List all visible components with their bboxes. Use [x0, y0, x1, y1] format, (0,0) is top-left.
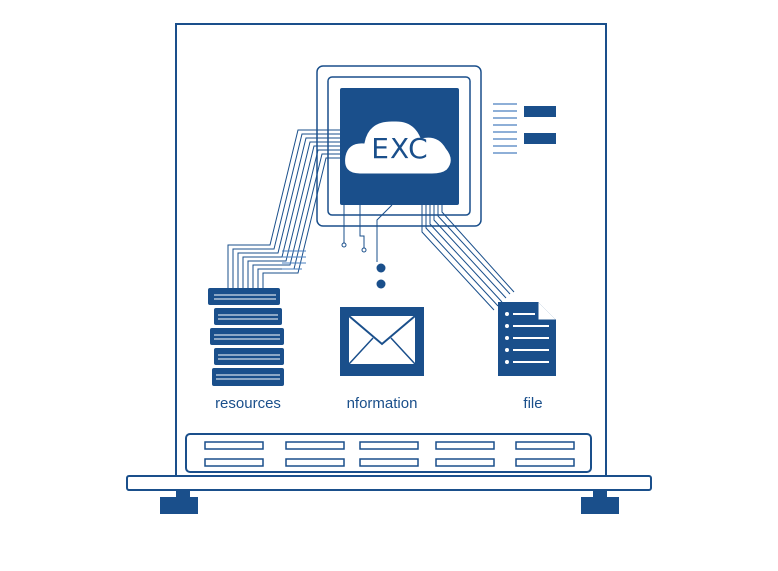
resources-label: resources — [215, 395, 281, 412]
cloud-icon — [344, 120, 452, 175]
books-icon — [208, 288, 284, 386]
vent-panel — [185, 433, 592, 473]
lead-end-2 — [361, 247, 367, 253]
document-icon — [498, 302, 556, 376]
chip-label: EXC — [371, 132, 429, 165]
circuit-lines-right — [421, 205, 515, 311]
circuit-lines-left — [227, 129, 340, 290]
binary-digits-left — [282, 250, 306, 270]
lead-end-1 — [341, 242, 347, 248]
binary-digits — [493, 103, 517, 154]
chip-leads — [343, 204, 393, 262]
left-foot — [160, 490, 198, 514]
status-bar-2 — [524, 133, 556, 144]
base-plate — [126, 475, 652, 491]
connector-dot-1 — [376, 263, 386, 273]
right-foot — [581, 490, 619, 514]
status-bar-1 — [524, 106, 556, 117]
connector-dot-2 — [376, 279, 386, 289]
envelope-icon — [340, 307, 424, 376]
information-label: nformation — [346, 395, 418, 412]
file-label: file — [523, 395, 543, 412]
vent-slots — [204, 441, 575, 467]
